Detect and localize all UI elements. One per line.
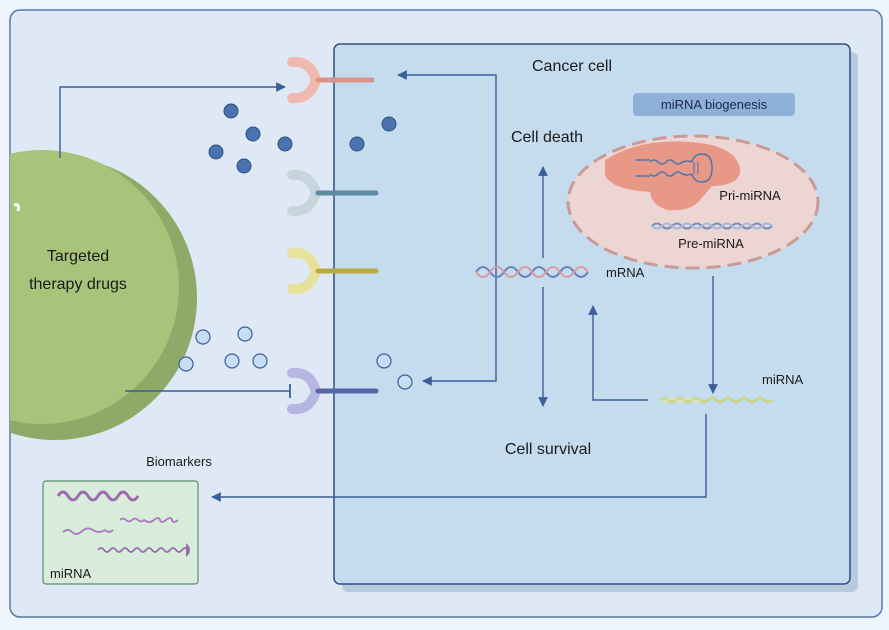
cancer-cell-label: Cancer cell [532, 58, 612, 75]
ligand-dot [376, 353, 392, 369]
drug-to-receptor-arrow [59, 82, 286, 158]
pri-mirna-label: Pri-miRNA [719, 188, 781, 203]
targeted-drug-sphere [10, 150, 179, 424]
receptor-gray [287, 169, 379, 217]
biomarker-mirna-label: miRNA [50, 566, 91, 581]
ligand-dot [224, 353, 240, 369]
ligand-dot [277, 136, 293, 152]
sphere-highlight [13, 203, 20, 212]
ligand-dot [223, 103, 239, 119]
ligand-dot [208, 144, 224, 160]
pre-mirna-label: Pre-miRNA [678, 236, 744, 251]
mature-mirna-strand-tail [659, 397, 701, 403]
cell-survival-label: Cell survival [505, 441, 591, 458]
mirna-biogenesis-pill [633, 93, 795, 116]
ligand-dot [195, 329, 211, 345]
pre-mirna-strand [651, 222, 773, 230]
ligand-dot [245, 126, 261, 142]
ligand-dot [397, 374, 413, 390]
mrna-to-bottom-receptor-arrow [422, 271, 497, 386]
mrna-label: mRNA [606, 265, 645, 280]
light-ligand-dots [178, 326, 413, 390]
ligand-dot [178, 356, 194, 372]
receptor-yellow [287, 247, 379, 295]
ligand-dot [236, 158, 252, 174]
ligand-dot [349, 136, 365, 152]
mrna-helix [475, 266, 589, 278]
mirna-to-biomarkers-arrow [211, 414, 707, 502]
cancer-cell-box [333, 43, 851, 585]
mirna-biogenesis-label: miRNA biogenesis [661, 97, 768, 112]
pri-mirna-structure [605, 141, 741, 211]
mrna-to-top-receptor-arrow [397, 70, 497, 271]
biomarkers-label: Biomarkers [146, 454, 212, 469]
receptor-purple [287, 367, 379, 415]
mirna-label: miRNA [762, 372, 803, 387]
receptor-pink [287, 56, 375, 104]
ligand-dot [237, 326, 253, 342]
targeted-label-line2: therapy drugs [29, 276, 127, 293]
mature-mirna-strand [659, 397, 773, 403]
dark-ligand-dots [208, 103, 397, 174]
targeted-label-line1: Targeted [47, 248, 109, 265]
biomarker-box [42, 480, 199, 585]
ligand-dot [381, 116, 397, 132]
mirna-to-mrna-arrow [588, 305, 648, 401]
ligand-dot [252, 353, 268, 369]
biomarker-mirna-strands [56, 490, 190, 557]
cell-death-label: Cell death [511, 129, 583, 146]
